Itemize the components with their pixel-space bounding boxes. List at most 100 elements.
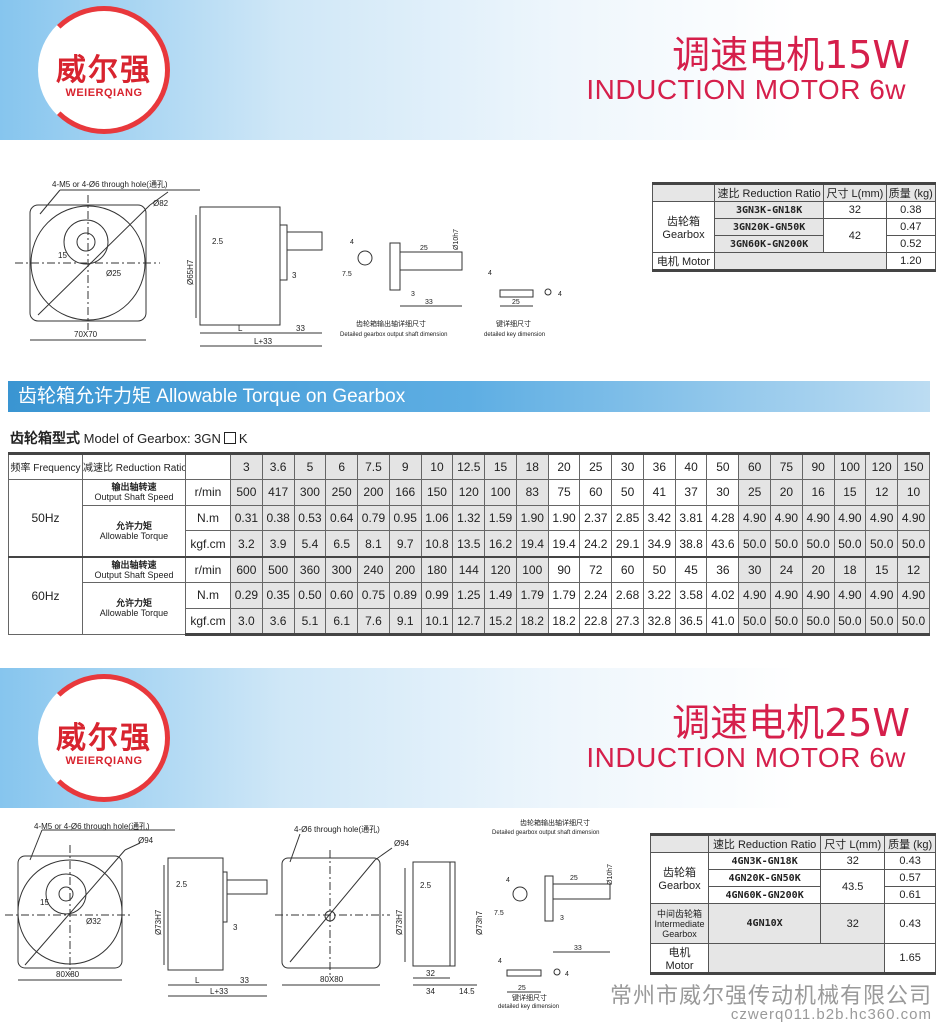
value-cell: 180 (420, 555, 454, 583)
value-cell: 166 (388, 478, 422, 506)
value-cell: 50.0 (865, 530, 899, 558)
value-cell: 72 (579, 555, 613, 583)
value-cell: 18.2 (515, 607, 549, 636)
torque-section-header: 齿轮箱允许力矩 Allowable Torque on Gearbox (8, 381, 930, 412)
value-cell: 2.68 (611, 581, 644, 609)
shaft-dim-7-5: 7.5 (342, 271, 352, 278)
value-cell: 50 (642, 555, 676, 583)
section-title: 调速电机15W (672, 33, 910, 77)
value-cell: 36 (706, 555, 740, 583)
col-size: 尺寸 L(mm) (820, 833, 886, 853)
value-cell: 1.25 (452, 581, 486, 609)
ig-dim-34: 34 (426, 987, 435, 996)
shaft-caption-en: Detailed gearbox output shaft dimension (492, 830, 599, 836)
brand-logo: 威尔强 WEIERQIANG (38, 674, 170, 802)
size: 32 (820, 852, 886, 870)
value-cell: 50.0 (801, 530, 835, 558)
dim-33: 33 (296, 324, 305, 333)
dim-spigot: Ø65H7 (186, 259, 195, 285)
value-cell: 19.4 (547, 530, 581, 558)
dim-offset: 15 (58, 251, 67, 260)
value-cell: 30 (738, 555, 772, 583)
ratio-header: 9 (388, 452, 422, 480)
inter-model: 4GN10X (707, 903, 822, 944)
unit-cell: N.m (185, 504, 231, 532)
col-ratio: 速比 Reduction Ratio (707, 833, 822, 853)
value-cell: 120 (452, 478, 486, 506)
value-cell: 50.0 (897, 530, 930, 558)
key-dim-4: 4 (498, 958, 502, 965)
value-cell: 43.6 (706, 530, 740, 558)
value-cell: 100 (515, 555, 549, 583)
mid-hole-note: 4-Ø6 through hole(通孔) (294, 824, 380, 834)
ratio-header: 100 (833, 452, 867, 480)
value-cell: 50.0 (833, 530, 867, 558)
value-cell: 0.95 (388, 504, 422, 532)
shaft-dim-25: 25 (420, 245, 428, 252)
unit-cell: N.m (185, 581, 231, 609)
ratio-header: 20 (547, 452, 581, 480)
logo-text-cn: 威尔强 (56, 721, 152, 756)
inter-size: 32 (820, 903, 886, 944)
mid-dim-dia: Ø94 (394, 839, 410, 848)
value-cell: 3.81 (674, 504, 708, 532)
value-cell: 50.0 (833, 607, 867, 636)
section-title: 调速电机25W (672, 701, 910, 745)
value-cell: 60 (611, 555, 644, 583)
value-cell: 18.2 (547, 607, 581, 636)
value-cell: 38.8 (674, 530, 708, 558)
value-cell: 1.79 (515, 581, 549, 609)
value-cell: 19.4 (515, 530, 549, 558)
value-cell: 8.1 (357, 530, 390, 558)
dim-L33: L+33 (254, 337, 273, 346)
value-cell: 10 (897, 478, 930, 506)
size: 32 (823, 201, 887, 219)
key-dim-4b: 4 (558, 291, 562, 298)
value-cell: 200 (357, 478, 390, 506)
mid-dim-size: 80X80 (320, 975, 344, 984)
value-cell: 13.5 (452, 530, 486, 558)
value-cell: 24.2 (579, 530, 613, 558)
size: 43.5 (820, 869, 886, 904)
key-caption-cn: 键详细尺寸 (496, 319, 531, 328)
dim-boss-dia: Ø32 (86, 917, 102, 926)
value-cell: 7.6 (357, 607, 390, 636)
value-cell: 4.90 (770, 504, 803, 532)
value-cell: 0.31 (230, 504, 263, 532)
model: 3GN3K-GN18K (713, 201, 825, 219)
value-cell: 60 (579, 478, 613, 506)
mass: 0.52 (885, 235, 937, 253)
motor-mass: 1.20 (885, 252, 937, 272)
key-caption-cn: 键详细尺寸 (512, 993, 547, 1002)
value-cell: 1.49 (484, 581, 517, 609)
value-cell: 1.90 (547, 504, 581, 532)
logo-text-en: WEIERQIANG (65, 87, 143, 99)
dimension-drawing-25w: 4-M5 or 4-Ø6 through hole(通孔) Ø94 15 Ø32… (5, 818, 614, 1010)
value-cell: 0.60 (325, 581, 359, 609)
inter-mass: 0.43 (884, 903, 936, 944)
unit-cell: r/min (185, 478, 231, 506)
ratio-header: 90 (801, 452, 835, 480)
value-cell: 32.8 (642, 607, 676, 636)
value-cell: 0.64 (325, 504, 359, 532)
ratio-header: 3.6 (261, 452, 295, 480)
value-cell: 15.2 (484, 607, 517, 636)
value-cell: 50.0 (865, 607, 899, 636)
value-cell: 200 (388, 555, 422, 583)
mass: 0.57 (884, 869, 936, 887)
shaft-dim-3: 3 (411, 291, 415, 298)
value-cell: 50.0 (770, 607, 803, 636)
value-cell: 0.38 (261, 504, 295, 532)
dim-33: 33 (240, 976, 249, 985)
value-cell: 500 (261, 555, 295, 583)
banner-25w: 威尔强 WEIERQIANG 调速电机25W INDUCTION MOTOR 6… (0, 668, 938, 808)
value-cell: 0.53 (293, 504, 327, 532)
